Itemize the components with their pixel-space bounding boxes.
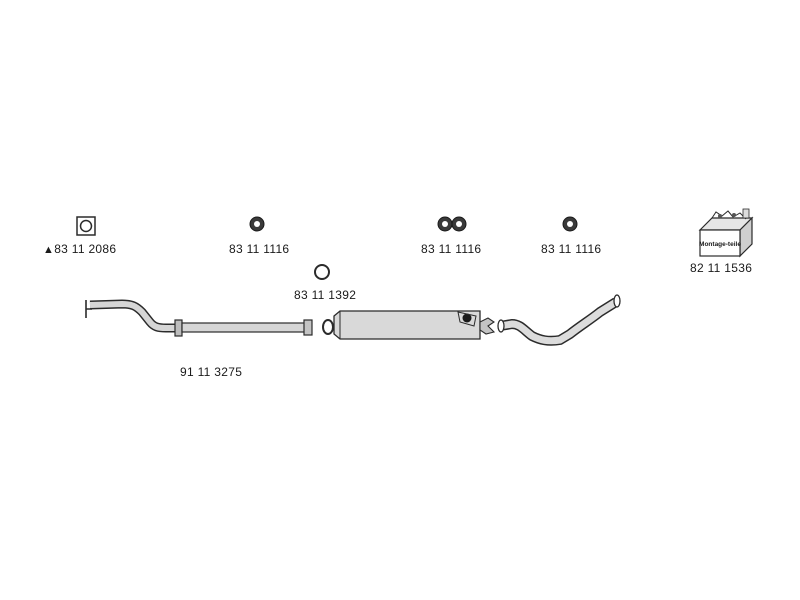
rubber-mount-3-label: 83 11 1116 [541,242,602,256]
front-pipe-label: 91 11 3275 [180,365,243,379]
flange-gasket-label: ▲83 11 2086 [43,242,116,256]
rubber-hanger-icon [249,216,265,232]
rubber-mount-2-label: 83 11 1116 [421,242,482,256]
front-pipe-icon [85,299,313,337]
rubber-mount-1-label: 83 11 1116 [229,242,290,256]
mounting-kit-label: 82 11 1536 [690,261,753,275]
pipe-joint-seal-icon [322,319,334,335]
ring-seal-icon [314,264,330,280]
flange-gasket-number: 83 11 2086 [54,242,117,256]
mounting-kit-box-text: Montage-teile [699,241,741,248]
seal-ring-label: 83 11 1392 [294,288,357,302]
tail-pipe-icon [497,294,621,346]
mounting-kit-box-icon: Montage-teile [698,208,754,258]
rubber-hanger-icon [562,216,578,232]
square-gasket-icon [76,216,96,236]
double-rubber-hanger-icon [437,216,467,232]
new-part-marker: ▲ [43,244,55,256]
rear-muffler-icon [333,310,496,340]
